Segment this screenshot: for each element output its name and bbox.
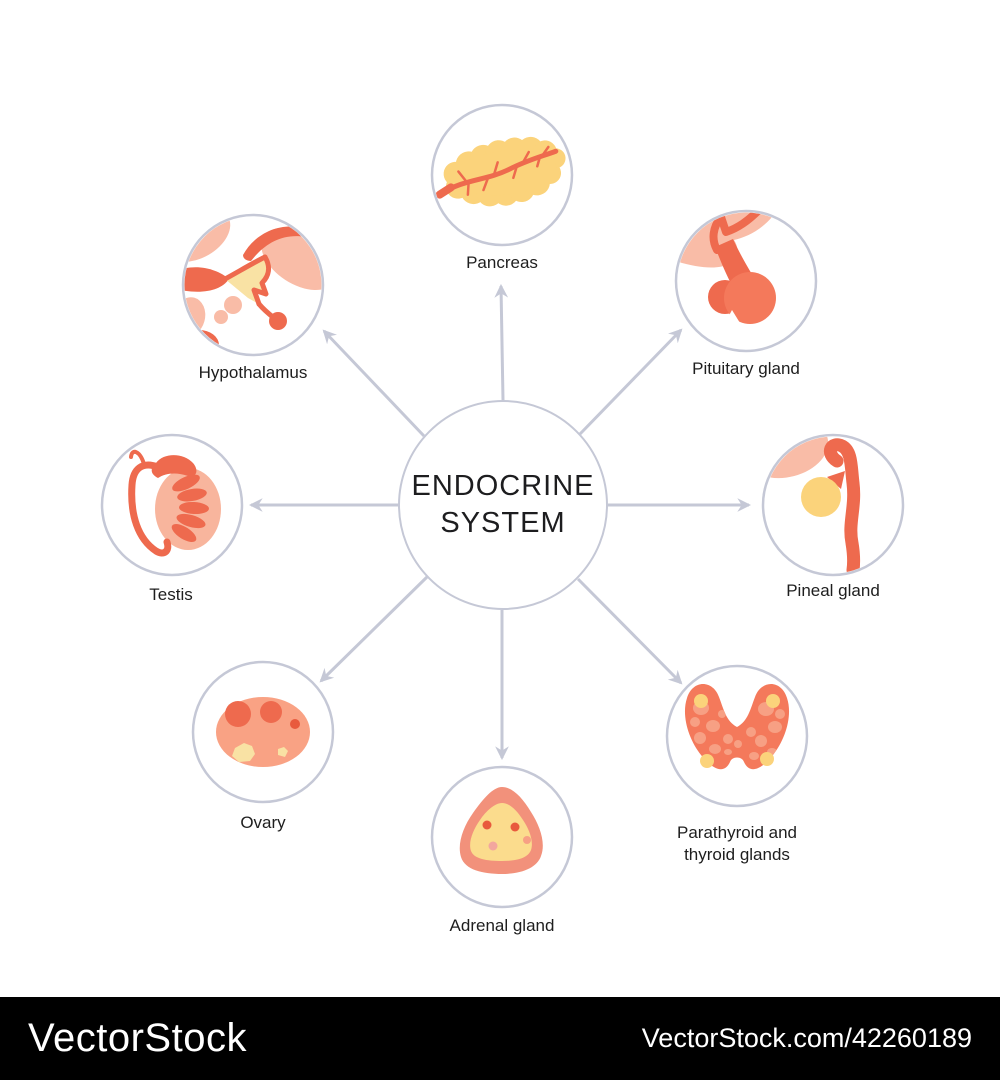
watermark-bar: VectorStock VectorStock.com/42260189: [0, 997, 1000, 1080]
gland-circle-ovary: [191, 660, 335, 804]
vectorstock-logo: VectorStock: [28, 1016, 247, 1060]
arrow-to-ovary: [319, 575, 429, 683]
gland-label-pineal: Pineal gland: [786, 581, 880, 600]
diagram-title: ENDOCRINE SYSTEM: [411, 468, 594, 542]
gland-circle-pancreas: [430, 103, 574, 247]
central-node: ENDOCRINE SYSTEM: [398, 400, 608, 610]
arrow-to-pituitary: [578, 328, 683, 436]
vectorstock-credit: VectorStock.com/42260189: [641, 1023, 972, 1053]
gland-label-pancreas: Pancreas: [466, 253, 538, 272]
ovary-illustration: [191, 660, 335, 804]
gland-label-testis: Testis: [149, 585, 193, 604]
gland-circle-pineal: [761, 433, 905, 577]
adrenal-illustration: [430, 765, 574, 909]
gland-label-hypothalamus: Hypothalamus: [198, 363, 308, 382]
diagram-title-line2: SYSTEM: [440, 507, 566, 539]
pituitary-illustration: [674, 209, 818, 353]
gland-circle-pituitary: [674, 209, 818, 353]
gland-circle-testis: [100, 433, 244, 577]
gland-label-parathyroid: Parathyroid and thyroid glands: [676, 823, 798, 864]
arrow-to-pancreas: [494, 283, 509, 401]
arrow-to-parathyroid: [576, 577, 683, 685]
gland-circle-parathyroid: [665, 664, 809, 808]
gland-label-pituitary: Pituitary gland: [692, 359, 800, 378]
pineal-illustration: [761, 433, 905, 577]
parathyroid-illustration: [665, 664, 809, 808]
diagram-title-line1: ENDOCRINE: [411, 470, 595, 502]
pancreas-illustration: [430, 103, 574, 247]
gland-circle-adrenal: [430, 765, 574, 909]
testis-illustration: [100, 433, 244, 577]
arrow-to-hypothalamus: [322, 329, 426, 438]
gland-circle-hypothalamus: [181, 213, 325, 357]
gland-label-ovary: Ovary: [240, 813, 286, 832]
gland-label-adrenal: Adrenal gland: [449, 916, 555, 935]
hypothalamus-illustration: [181, 213, 325, 357]
